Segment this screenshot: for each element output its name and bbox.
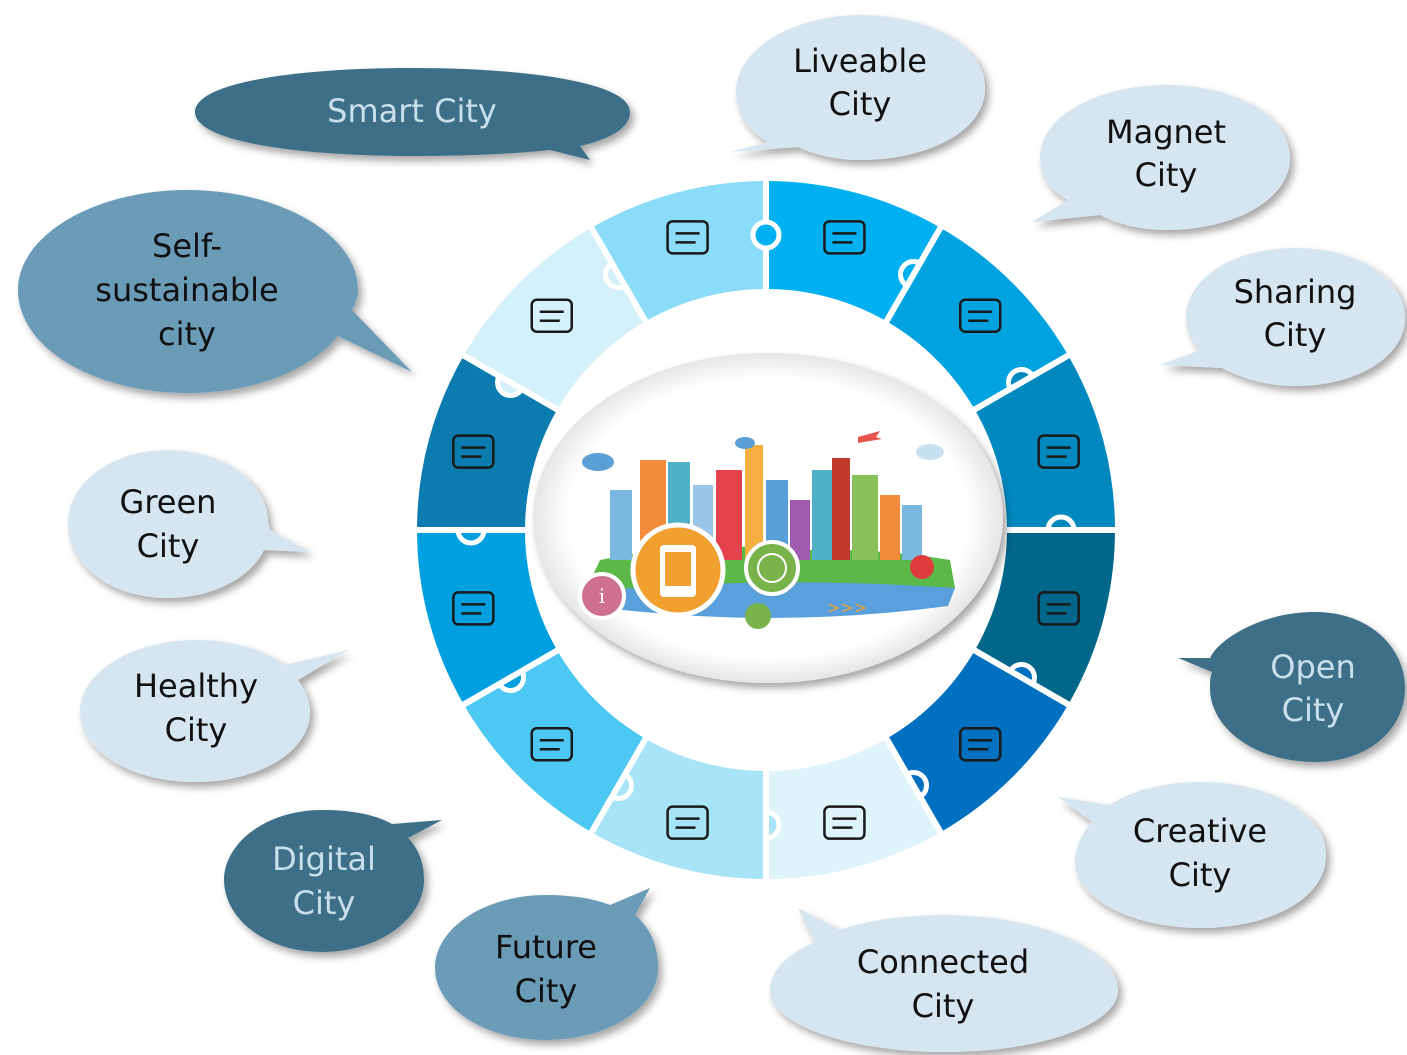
bubble-label: Smart City: [327, 92, 497, 130]
gears-icon: [530, 298, 573, 333]
bubble-creative-city: [1058, 782, 1326, 928]
bubble-label: City: [1169, 856, 1232, 894]
bubble-label: Liveable: [793, 42, 927, 80]
tools-icon: [452, 434, 495, 469]
bubble-healthy-city: [80, 640, 348, 782]
bubble-connected-city: [770, 908, 1118, 1052]
award-badge-icon: [1037, 434, 1080, 469]
bubble-label: city: [158, 315, 216, 353]
ring-segment: [585, 174, 769, 328]
bubble-label: City: [137, 527, 200, 565]
puzzle-ring: [410, 174, 1122, 886]
svg-text:i: i: [599, 584, 605, 608]
bubble-sharing-city: [1160, 248, 1405, 386]
bubble-label: Sharing: [1234, 273, 1357, 311]
cubes-icon: [452, 591, 495, 626]
bubble-label: City: [1282, 691, 1345, 729]
database-icon: [1037, 591, 1080, 626]
puzzle-knob: [750, 219, 782, 251]
bubble-label: Healthy: [134, 667, 258, 705]
bubble-label: Self-: [152, 227, 222, 265]
bubble-label: City: [1264, 316, 1327, 354]
bubble-label: Digital: [272, 840, 376, 878]
bubble-label: City: [515, 972, 578, 1010]
ruler-pencil-icon: [823, 805, 866, 840]
bubble-label: Green: [120, 483, 217, 521]
bubble-smart-city: [195, 68, 630, 160]
bubble-open-city: [1178, 612, 1405, 762]
trophy-icon: [959, 727, 1002, 762]
bubble-liveable-city: [730, 15, 985, 160]
city-illustration: i >>>: [533, 353, 1003, 683]
bubble-label: Creative: [1133, 812, 1267, 850]
bubble-label: City: [165, 711, 228, 749]
bubble-future-city: [435, 888, 658, 1040]
bubble-label: City: [829, 85, 892, 123]
bubble-magnet-city: [1032, 85, 1290, 230]
bubble-label: Connected: [857, 943, 1029, 981]
bubble-label: Future: [495, 928, 597, 966]
bubble-self-sustainable-city: [18, 190, 412, 393]
folder-gear-icon: [530, 727, 573, 762]
bubble-label: sustainable: [95, 271, 278, 309]
open-book-icon: [666, 220, 709, 255]
paper-plane-icon: [666, 805, 709, 840]
bubble-label: Open: [1270, 648, 1355, 686]
bubble-label: City: [912, 987, 975, 1025]
bubble-label: City: [293, 884, 356, 922]
bubble-label: City: [1135, 156, 1198, 194]
bubble-green-city: [68, 450, 310, 598]
bubble-label: Magnet: [1106, 113, 1226, 151]
hand-stack-icon: [959, 298, 1002, 333]
briefcase-icon: [823, 220, 866, 255]
bubble-digital-city: [224, 810, 442, 952]
svg-text:>>>: >>>: [827, 598, 867, 617]
